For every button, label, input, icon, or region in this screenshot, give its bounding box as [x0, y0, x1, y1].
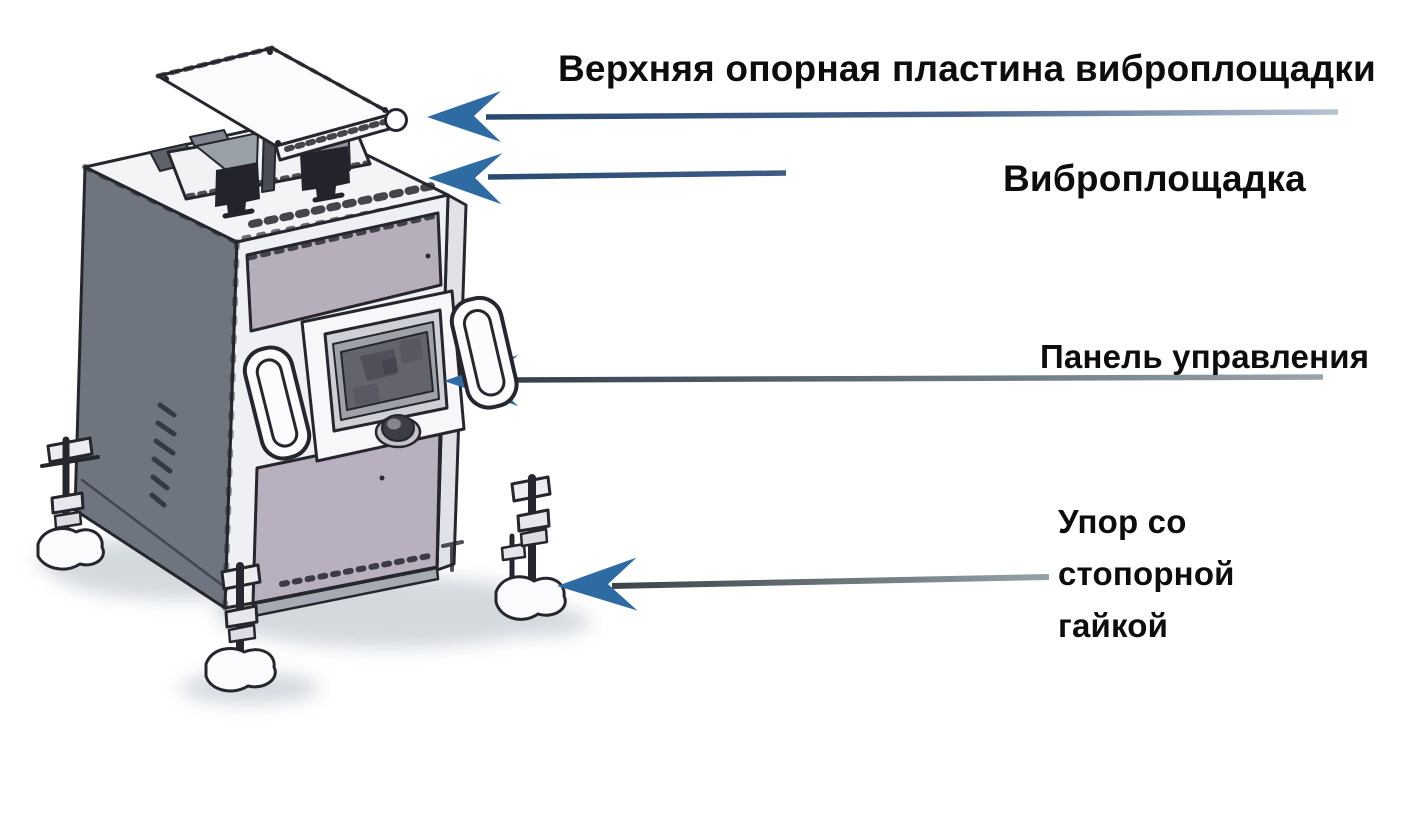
arrow-platform — [428, 153, 787, 205]
left-handle — [242, 345, 312, 461]
upper-support-plate — [155, 45, 408, 162]
foot-left — [36, 436, 105, 571]
machine-body — [36, 45, 567, 693]
foot-front — [204, 562, 277, 693]
right-handle — [449, 295, 519, 410]
foot-right-stop-lock-nut — [494, 474, 567, 621]
arrow-stop-lock-nut — [557, 557, 1050, 611]
upper-front-panel — [245, 211, 443, 333]
annotation-stop-lock-nut-label: Упор со стопорной гайкой — [1058, 503, 1235, 644]
control-screen — [323, 308, 449, 433]
annotation-platform-label: Виброплощадка — [1003, 158, 1306, 199]
sketch-logo — [149, 402, 177, 508]
annotation-upper-plate-label: Верхняя опорная пластина виброплощадки — [558, 48, 1376, 89]
annotation-control-panel-label: Панель управления — [1040, 338, 1370, 375]
control-knob — [374, 414, 422, 449]
arrow-upper-plate — [427, 91, 1339, 142]
